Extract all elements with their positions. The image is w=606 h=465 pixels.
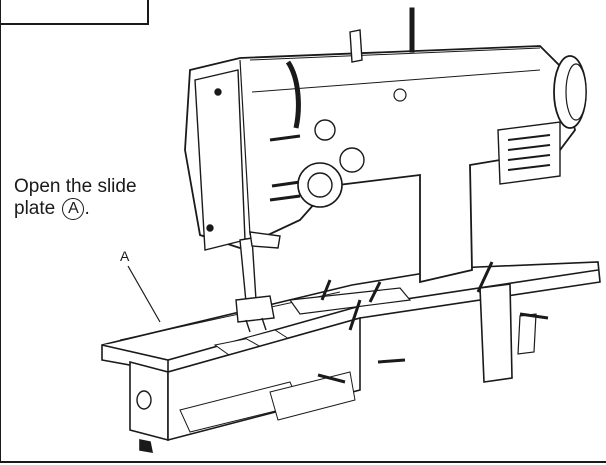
faceplate	[194, 60, 365, 251]
instruction-text: Open the slide plate A.	[14, 176, 204, 220]
machine-arm	[184, 7, 587, 284]
needle-area	[235, 231, 281, 333]
callout-leader-line	[127, 265, 161, 323]
instruction-line-2-prefix: plate	[14, 198, 56, 220]
instruction-line-1: Open the slide	[14, 176, 137, 197]
callout-label-a: A	[120, 248, 130, 264]
instruction-line-2-suffix: .	[84, 198, 90, 220]
circled-letter-a: A	[62, 198, 85, 220]
machine-base	[129, 283, 537, 453]
pointer-arrows	[317, 261, 549, 384]
